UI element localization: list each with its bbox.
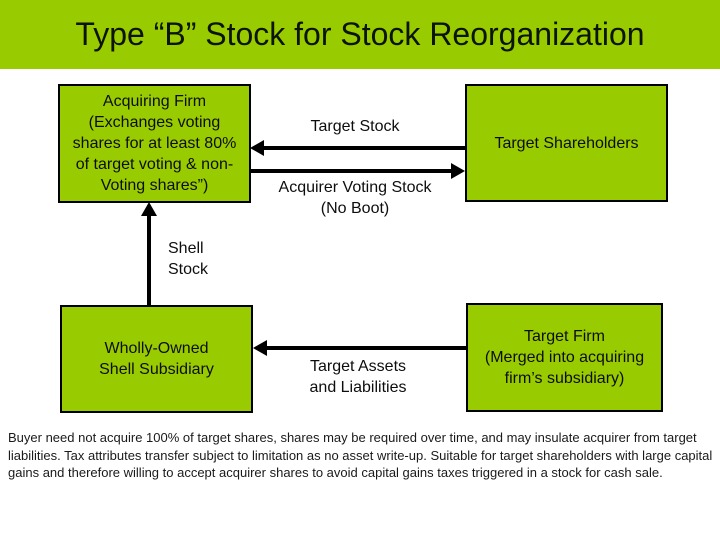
box-acquiring-firm: Acquiring Firm (Exchanges voting shares … <box>58 84 251 203</box>
footer-paragraph: Buyer need not acquire 100% of target sh… <box>8 430 713 480</box>
label-shell-stock: Shell Stock <box>168 240 209 278</box>
label-target-stock: Target Stock <box>310 118 400 135</box>
box-target-shareholders-text: Target Shareholders <box>494 134 639 152</box>
arrow-left-icon <box>253 340 267 356</box>
arrow-target-assets-shaft <box>265 346 467 350</box>
arrow-left-icon <box>250 140 264 156</box>
box-target-shareholders: Target Shareholders <box>465 84 668 202</box>
arrow-acquirer-voting-shaft <box>251 169 452 173</box>
label-target-assets: Target Assets and Liabilities <box>309 358 407 396</box>
box-shell-subsidiary: Wholly-Owned Shell Subsidiary <box>60 305 253 413</box>
arrow-shell-stock-shaft <box>147 215 151 305</box>
box-target-firm: Target Firm (Merged into acquiring firm’… <box>466 303 663 412</box>
title-bar: Type “B” Stock for Stock Reorganization <box>0 0 720 69</box>
box-acquiring-firm-text: Acquiring Firm (Exchanges voting shares … <box>72 93 237 194</box>
arrow-up-icon <box>141 202 157 216</box>
box-target-firm-text: Target Firm (Merged into acquiring firm’… <box>484 328 645 387</box>
box-shell-subsidiary-text: Wholly-Owned Shell Subsidiary <box>99 340 214 378</box>
arrow-target-stock-shaft <box>262 146 466 150</box>
label-acquirer-voting-stock: Acquirer Voting Stock (No Boot) <box>278 179 432 217</box>
arrow-right-icon <box>451 163 465 179</box>
slide-title: Type “B” Stock for Stock Reorganization <box>75 16 645 52</box>
